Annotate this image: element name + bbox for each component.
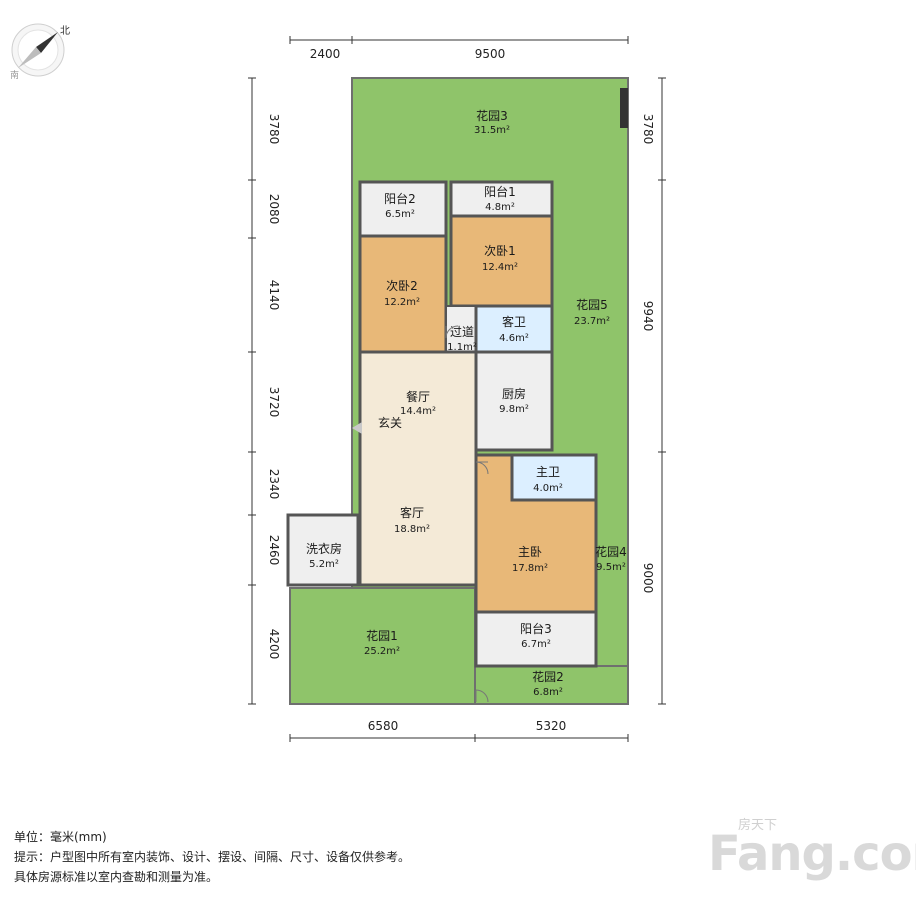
garden4-name: 花园4 bbox=[595, 544, 627, 559]
masterbath-name: 主卫 bbox=[536, 465, 560, 479]
balcony2-area-text: 6.5m² bbox=[385, 209, 415, 220]
bedroom2-area-text: 12.2m² bbox=[384, 297, 420, 308]
balcony3-area bbox=[474, 610, 598, 668]
compass-south: 南 bbox=[10, 69, 19, 81]
guestbath-area bbox=[474, 304, 554, 354]
garden2-area-text: 6.8m² bbox=[533, 687, 563, 698]
entry-name: 玄关 bbox=[378, 415, 402, 430]
balcony1-area-text: 4.8m² bbox=[485, 202, 515, 213]
dim-bottom-2: 5320 bbox=[536, 719, 567, 733]
logo-text: Fang.com bbox=[708, 826, 916, 882]
garden3-name: 花园3 bbox=[476, 108, 508, 123]
guestbath-name: 客卫 bbox=[502, 314, 526, 329]
laundry-area bbox=[286, 513, 360, 587]
dim-right-2: 9940 bbox=[641, 301, 655, 332]
dining-name: 餐厅 bbox=[406, 389, 430, 404]
bedroom2-name: 次卧2 bbox=[386, 279, 418, 293]
dim-right-3: 9000 bbox=[641, 563, 655, 594]
laundry-name: 洗衣房 bbox=[306, 541, 342, 556]
living-dining-area bbox=[358, 350, 478, 587]
master-name: 主卧 bbox=[518, 545, 542, 559]
kitchen-area-text: 9.8m² bbox=[499, 404, 529, 415]
footer-note: 具体房源标准以室内查勘和测量为准。 bbox=[14, 870, 219, 884]
fang-logo: 房天下 Fang.com bbox=[708, 814, 916, 886]
footer-unit: 单位：毫米(mm) bbox=[14, 830, 107, 844]
kitchen-name: 厨房 bbox=[502, 386, 526, 401]
living-name: 客厅 bbox=[400, 505, 424, 520]
dimension-lines bbox=[248, 36, 666, 742]
compass: 北 南 bbox=[10, 23, 70, 81]
dim-right-1: 3780 bbox=[641, 114, 655, 145]
rooms bbox=[286, 180, 598, 668]
bedroom1-area-text: 12.4m² bbox=[482, 262, 518, 273]
garden5-name: 花园5 bbox=[576, 297, 608, 312]
dim-top-2: 9500 bbox=[475, 47, 506, 61]
garden1-area-text: 25.2m² bbox=[364, 646, 400, 657]
door-marks bbox=[352, 325, 489, 703]
hallway-name: 过道 bbox=[450, 325, 474, 339]
guestbath-area-text: 4.6m² bbox=[499, 333, 529, 344]
dim-left-6: 2460 bbox=[267, 535, 281, 566]
laundry-area-text: 5.2m² bbox=[309, 559, 339, 570]
garden2-name: 花园2 bbox=[532, 669, 564, 684]
dining-area-text: 14.4m² bbox=[400, 406, 436, 417]
hallway-area-text: 1.1m² bbox=[447, 342, 477, 353]
kitchen-area bbox=[474, 350, 554, 452]
logo-small-text: 房天下 bbox=[738, 818, 778, 833]
garden1-area bbox=[289, 587, 476, 705]
garden3-area-text: 31.5m² bbox=[474, 125, 510, 136]
balcony1-name: 阳台1 bbox=[484, 184, 516, 199]
dim-left-5: 2340 bbox=[267, 469, 281, 500]
balcony2-name: 阳台2 bbox=[384, 191, 416, 206]
bedroom1-name: 次卧1 bbox=[484, 244, 516, 258]
masterbath-area-text: 4.0m² bbox=[533, 483, 563, 494]
dim-left-1: 3780 bbox=[267, 114, 281, 145]
footer-hint: 提示：户型图中所有室内装饰、设计、摆设、间隔、尺寸、设备仅供参考。 bbox=[14, 850, 411, 864]
garden5-area-text: 23.7m² bbox=[574, 316, 610, 327]
bedroom2-area bbox=[358, 234, 448, 354]
dim-left-7: 4200 bbox=[267, 629, 281, 660]
living-area-text: 18.8m² bbox=[394, 524, 430, 535]
dim-top-1: 2400 bbox=[310, 47, 341, 61]
room-labels: 花园3 31.5m² 阳台2 6.5m² 阳台1 4.8m² 次卧1 12.4m… bbox=[306, 108, 627, 698]
master-area-text: 17.8m² bbox=[512, 563, 548, 574]
dim-left-2: 2080 bbox=[267, 194, 281, 225]
dim-bottom-1: 6580 bbox=[368, 719, 399, 733]
dim-left-4: 3720 bbox=[267, 387, 281, 418]
balcony1-area bbox=[449, 180, 554, 218]
bedroom1-area bbox=[449, 214, 554, 308]
garden4-area-text: 9.5m² bbox=[596, 562, 626, 573]
garden1-name: 花园1 bbox=[366, 628, 398, 643]
window-mark bbox=[620, 88, 628, 128]
compass-north: 北 bbox=[60, 25, 70, 37]
balcony3-name: 阳台3 bbox=[520, 621, 552, 636]
balcony3-area-text: 6.7m² bbox=[521, 639, 551, 650]
dim-left-3: 4140 bbox=[267, 280, 281, 311]
